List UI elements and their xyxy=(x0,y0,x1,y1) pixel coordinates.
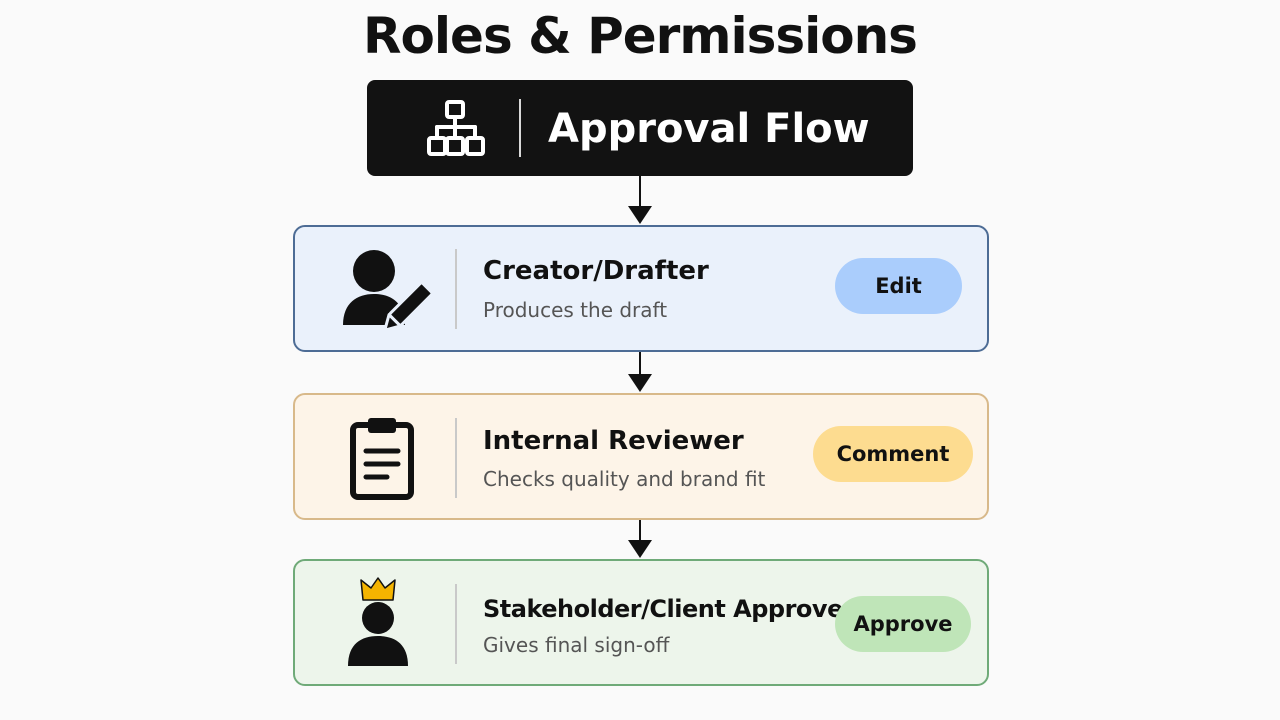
crowned-user-icon xyxy=(345,574,411,674)
card-divider xyxy=(455,584,457,664)
role-description: Checks quality and brand fit xyxy=(483,467,766,491)
connector-line xyxy=(639,520,641,542)
connector-arrowhead xyxy=(628,374,652,392)
connector-line xyxy=(639,176,641,208)
user-edit-icon xyxy=(339,245,435,341)
org-chart-icon xyxy=(426,100,486,158)
permission-badge-edit: Edit xyxy=(835,258,962,314)
role-title: Internal Reviewer xyxy=(483,426,744,456)
header-label: Approval Flow xyxy=(548,106,870,152)
role-card-reviewer: Internal Reviewer Checks quality and bra… xyxy=(293,393,989,520)
connector-arrowhead xyxy=(628,540,652,558)
card-divider xyxy=(455,418,457,498)
role-card-approver: Stakeholder/Client Approver Gives final … xyxy=(293,559,989,686)
connector-arrowhead xyxy=(628,206,652,224)
role-title: Stakeholder/Client Approver xyxy=(483,595,855,623)
role-title: Creator/Drafter xyxy=(483,256,709,286)
header-divider xyxy=(519,99,521,157)
page-title: Roles & Permissions xyxy=(363,7,918,65)
permission-badge-comment: Comment xyxy=(813,426,973,482)
card-divider xyxy=(455,249,457,329)
permission-badge-approve: Approve xyxy=(835,596,971,652)
clipboard-icon xyxy=(349,415,415,505)
role-description: Gives final sign-off xyxy=(483,633,670,657)
role-description: Produces the draft xyxy=(483,298,668,322)
connector-line xyxy=(639,352,641,376)
role-card-creator: Creator/Drafter Produces the draft Edit xyxy=(293,225,989,352)
